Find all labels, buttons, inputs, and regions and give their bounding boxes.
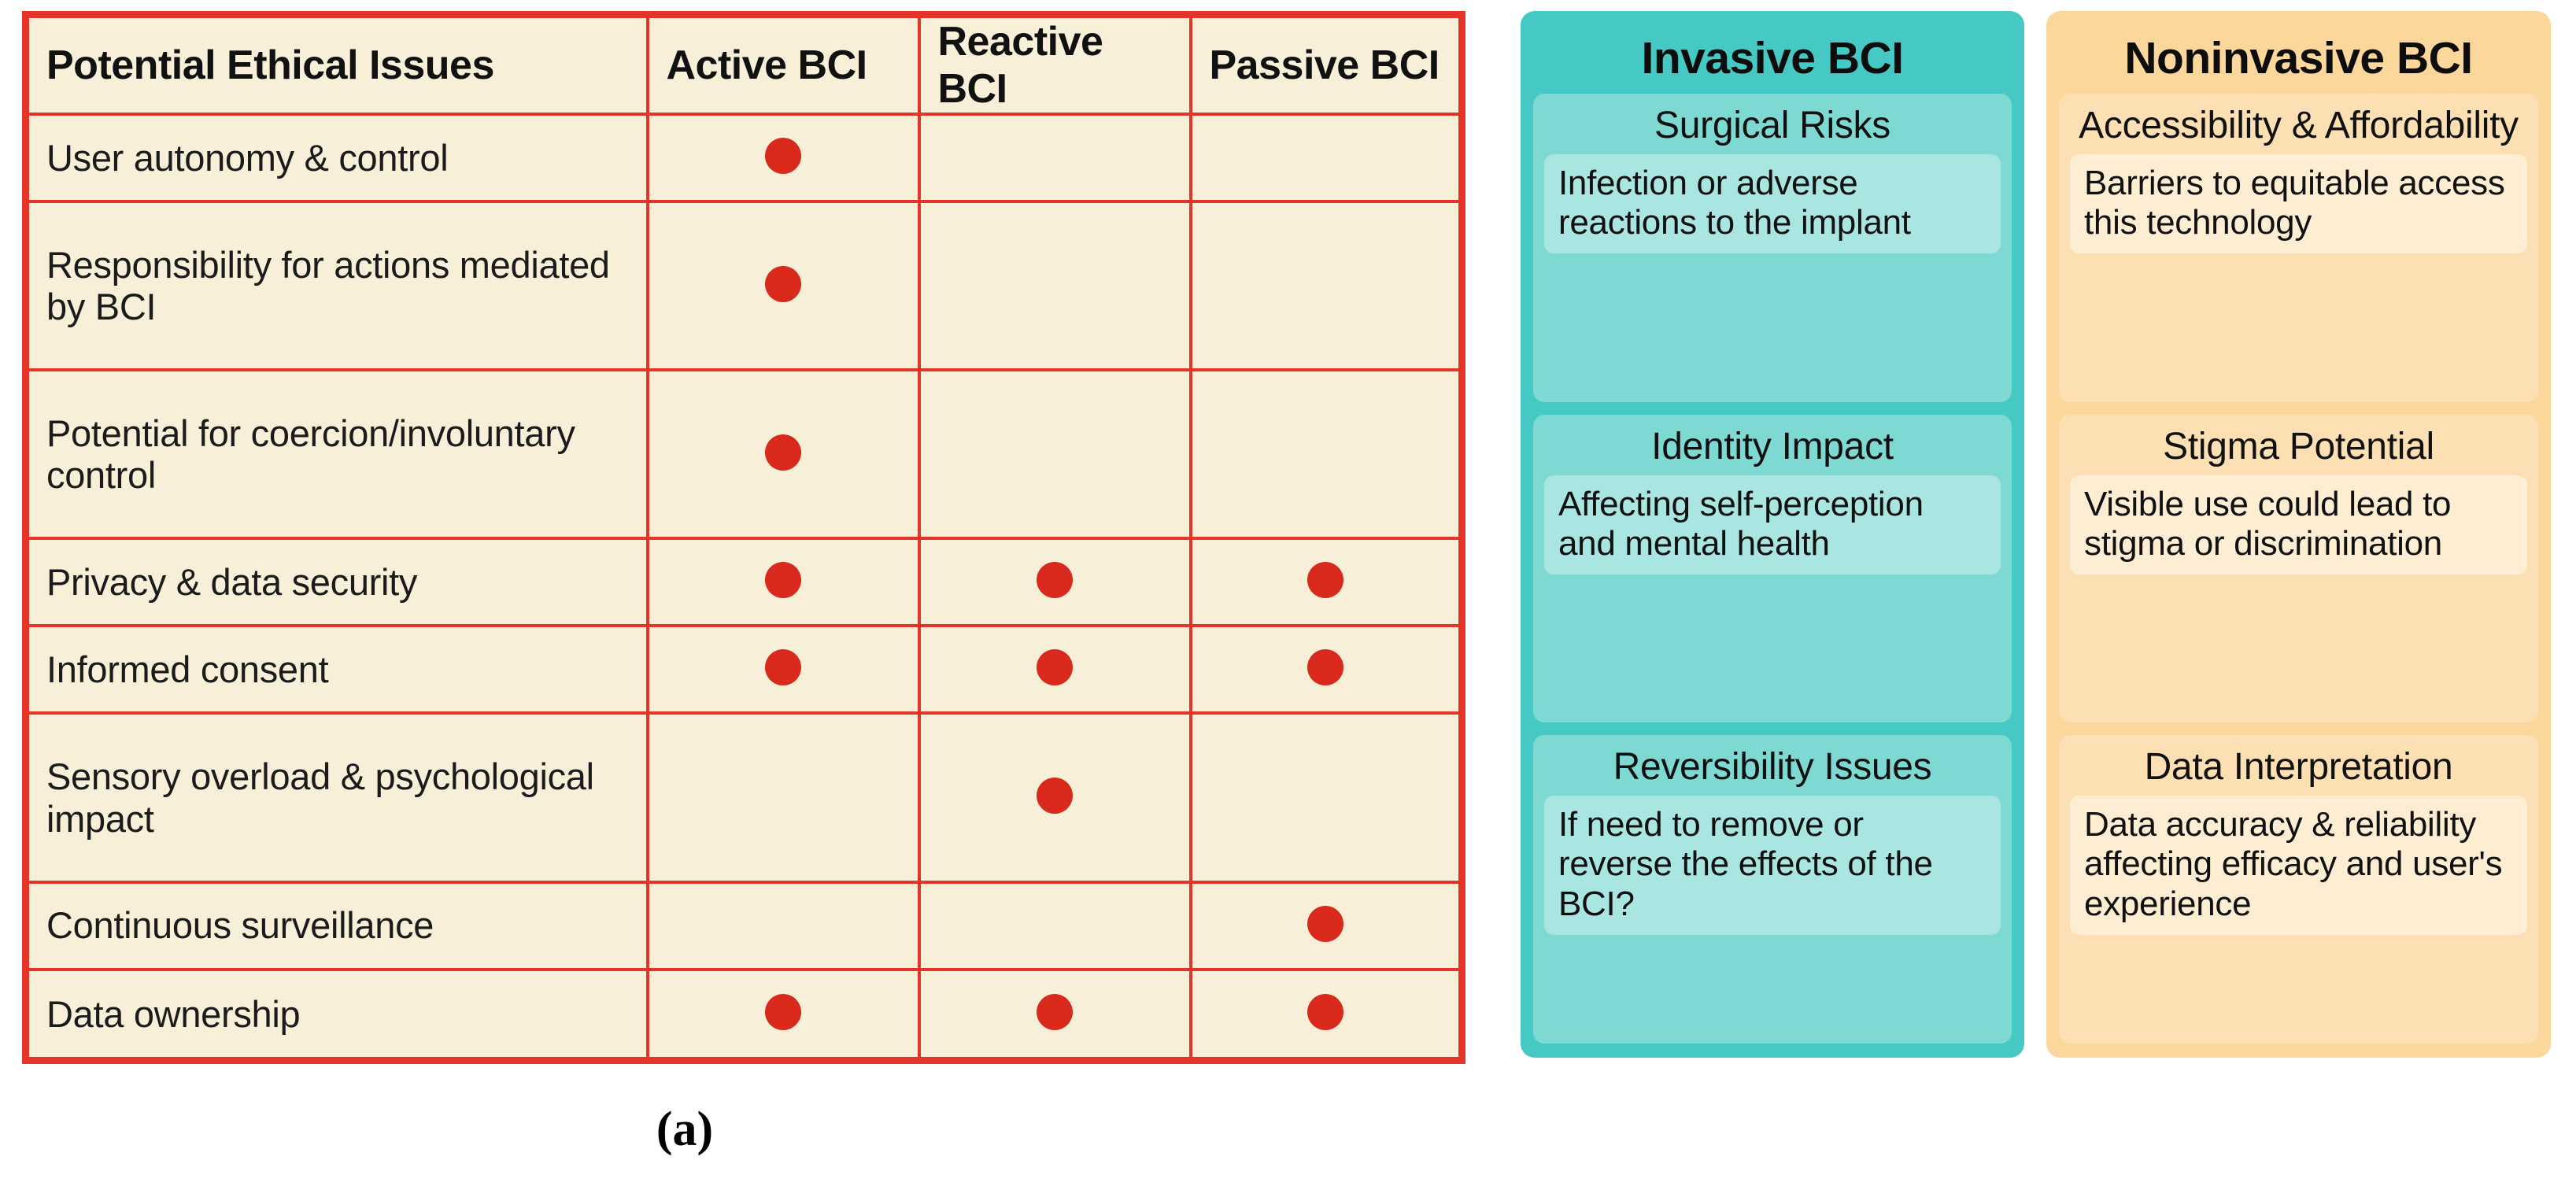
section-title: Accessibility & Affordability <box>2079 105 2519 146</box>
invasive-section-reversibility-issues: Reversibility Issues If need to remove o… <box>1533 735 2012 1044</box>
marker-cell-reactive <box>917 199 1192 372</box>
red-dot-icon <box>1306 562 1343 599</box>
invasive-bci-column: Invasive BCI Surgical Risks Infection or… <box>1521 11 2024 1058</box>
table-row: Privacy & data security <box>24 537 1464 628</box>
table-row: Continuous surveillance <box>24 880 1464 971</box>
table-row: Potential for coercion/involuntary contr… <box>24 368 1464 541</box>
marker-cell-reactive <box>917 368 1192 541</box>
marker-cell-active <box>645 880 921 971</box>
column-header-reactive: Reactive BCI <box>917 13 1192 116</box>
table-row: Informed consent <box>24 624 1464 715</box>
red-dot-icon <box>1306 649 1343 686</box>
marker-cell-passive <box>1188 967 1464 1062</box>
marker-cell-active <box>645 368 921 541</box>
marker-cell-passive <box>1188 113 1464 203</box>
red-dot-icon <box>765 649 801 686</box>
red-dot-icon <box>1306 993 1343 1030</box>
marker-cell-active <box>645 113 921 203</box>
column-header-passive: Passive BCI <box>1188 13 1464 116</box>
red-dot-icon <box>765 993 801 1030</box>
issue-label: User autonomy & control <box>24 113 649 203</box>
issue-label: Privacy & data security <box>24 537 649 628</box>
noninvasive-bci-column: Noninvasive BCI Accessibility & Affordab… <box>2046 11 2551 1058</box>
section-body: Affecting self-perception and mental hea… <box>1544 475 2001 574</box>
red-dot-icon <box>765 562 801 599</box>
noninvasive-section-data-interpretation: Data Interpretation Data accuracy & reli… <box>2059 735 2538 1044</box>
red-dot-icon <box>765 137 801 174</box>
marker-cell-passive <box>1188 624 1464 715</box>
section-title: Data Interpretation <box>2144 746 2453 789</box>
red-dot-icon <box>765 434 801 471</box>
invasive-column-title: Invasive BCI <box>1641 33 1905 83</box>
marker-cell-passive <box>1188 880 1464 971</box>
table-header-row: Potential Ethical Issues Active BCI Reac… <box>24 13 1464 116</box>
column-header-issues: Potential Ethical Issues <box>24 13 649 116</box>
marker-cell-reactive <box>917 967 1192 1062</box>
issue-label: Informed consent <box>24 624 649 715</box>
red-dot-icon <box>1306 905 1343 942</box>
section-body: Data accuracy & reliability affecting ef… <box>2070 796 2527 935</box>
panel-a-caption: (a) <box>656 1103 714 1156</box>
marker-cell-active <box>645 967 921 1062</box>
red-dot-icon <box>1037 778 1073 815</box>
marker-cell-passive <box>1188 711 1464 884</box>
red-dot-icon <box>765 265 801 302</box>
marker-cell-reactive <box>917 880 1192 971</box>
table-row: Sensory overload & psychological impact <box>24 711 1464 884</box>
table-row: Responsibility for actions mediated by B… <box>24 199 1464 372</box>
invasive-section-identity-impact: Identity Impact Affecting self-perceptio… <box>1533 414 2012 723</box>
panel-a-table: Potential Ethical Issues Active BCI Reac… <box>22 11 1465 1156</box>
marker-cell-passive <box>1188 368 1464 541</box>
noninvasive-section-stigma-potential: Stigma Potential Visible use could lead … <box>2059 414 2538 723</box>
section-body: Infection or adverse reactions to the im… <box>1544 153 2001 254</box>
marker-cell-reactive <box>917 113 1192 203</box>
marker-cell-passive <box>1188 537 1464 628</box>
table-row: User autonomy & control <box>24 113 1464 203</box>
section-title: Surgical Risks <box>1654 105 1890 146</box>
red-dot-icon <box>1037 993 1073 1030</box>
issue-label: Potential for coercion/involuntary contr… <box>24 368 649 541</box>
section-title: Reversibility Issues <box>1613 746 1932 789</box>
issue-label: Continuous surveillance <box>24 880 649 971</box>
table-header: Potential Ethical Issues Active BCI Reac… <box>24 13 1464 116</box>
panel-b-cards: Invasive BCI Surgical Risks Infection or… <box>1495 0 2576 1197</box>
marker-cell-active <box>645 199 921 372</box>
column-header-active: Active BCI <box>645 13 921 116</box>
issue-label: Sensory overload & psychological impact <box>24 711 649 884</box>
issue-label: Responsibility for actions mediated by B… <box>24 199 649 372</box>
section-body: If need to remove or reverse the effects… <box>1544 796 2001 935</box>
section-body: Barriers to equitable access this techno… <box>2070 153 2527 254</box>
marker-cell-reactive <box>917 624 1192 715</box>
marker-cell-active <box>645 711 921 884</box>
invasive-section-surgical-risks: Surgical Risks Infection or adverse reac… <box>1533 94 2012 402</box>
section-body: Visible use could lead to stigma or disc… <box>2070 475 2527 574</box>
marker-cell-active <box>645 624 921 715</box>
marker-cell-passive <box>1188 199 1464 372</box>
marker-cell-active <box>645 537 921 628</box>
red-dot-icon <box>1037 562 1073 599</box>
section-title: Stigma Potential <box>2163 425 2434 467</box>
ethical-issues-table: Potential Ethical Issues Active BCI Reac… <box>22 11 1465 1064</box>
noninvasive-column-title: Noninvasive BCI <box>2124 33 2473 83</box>
noninvasive-section-accessibility-affordability: Accessibility & Affordability Barriers t… <box>2059 94 2538 402</box>
marker-cell-reactive <box>917 537 1192 628</box>
marker-cell-reactive <box>917 711 1192 884</box>
table-row: Data ownership <box>24 967 1464 1062</box>
issue-label: Data ownership <box>24 967 649 1062</box>
red-dot-icon <box>1037 649 1073 686</box>
section-title: Identity Impact <box>1651 425 1894 467</box>
